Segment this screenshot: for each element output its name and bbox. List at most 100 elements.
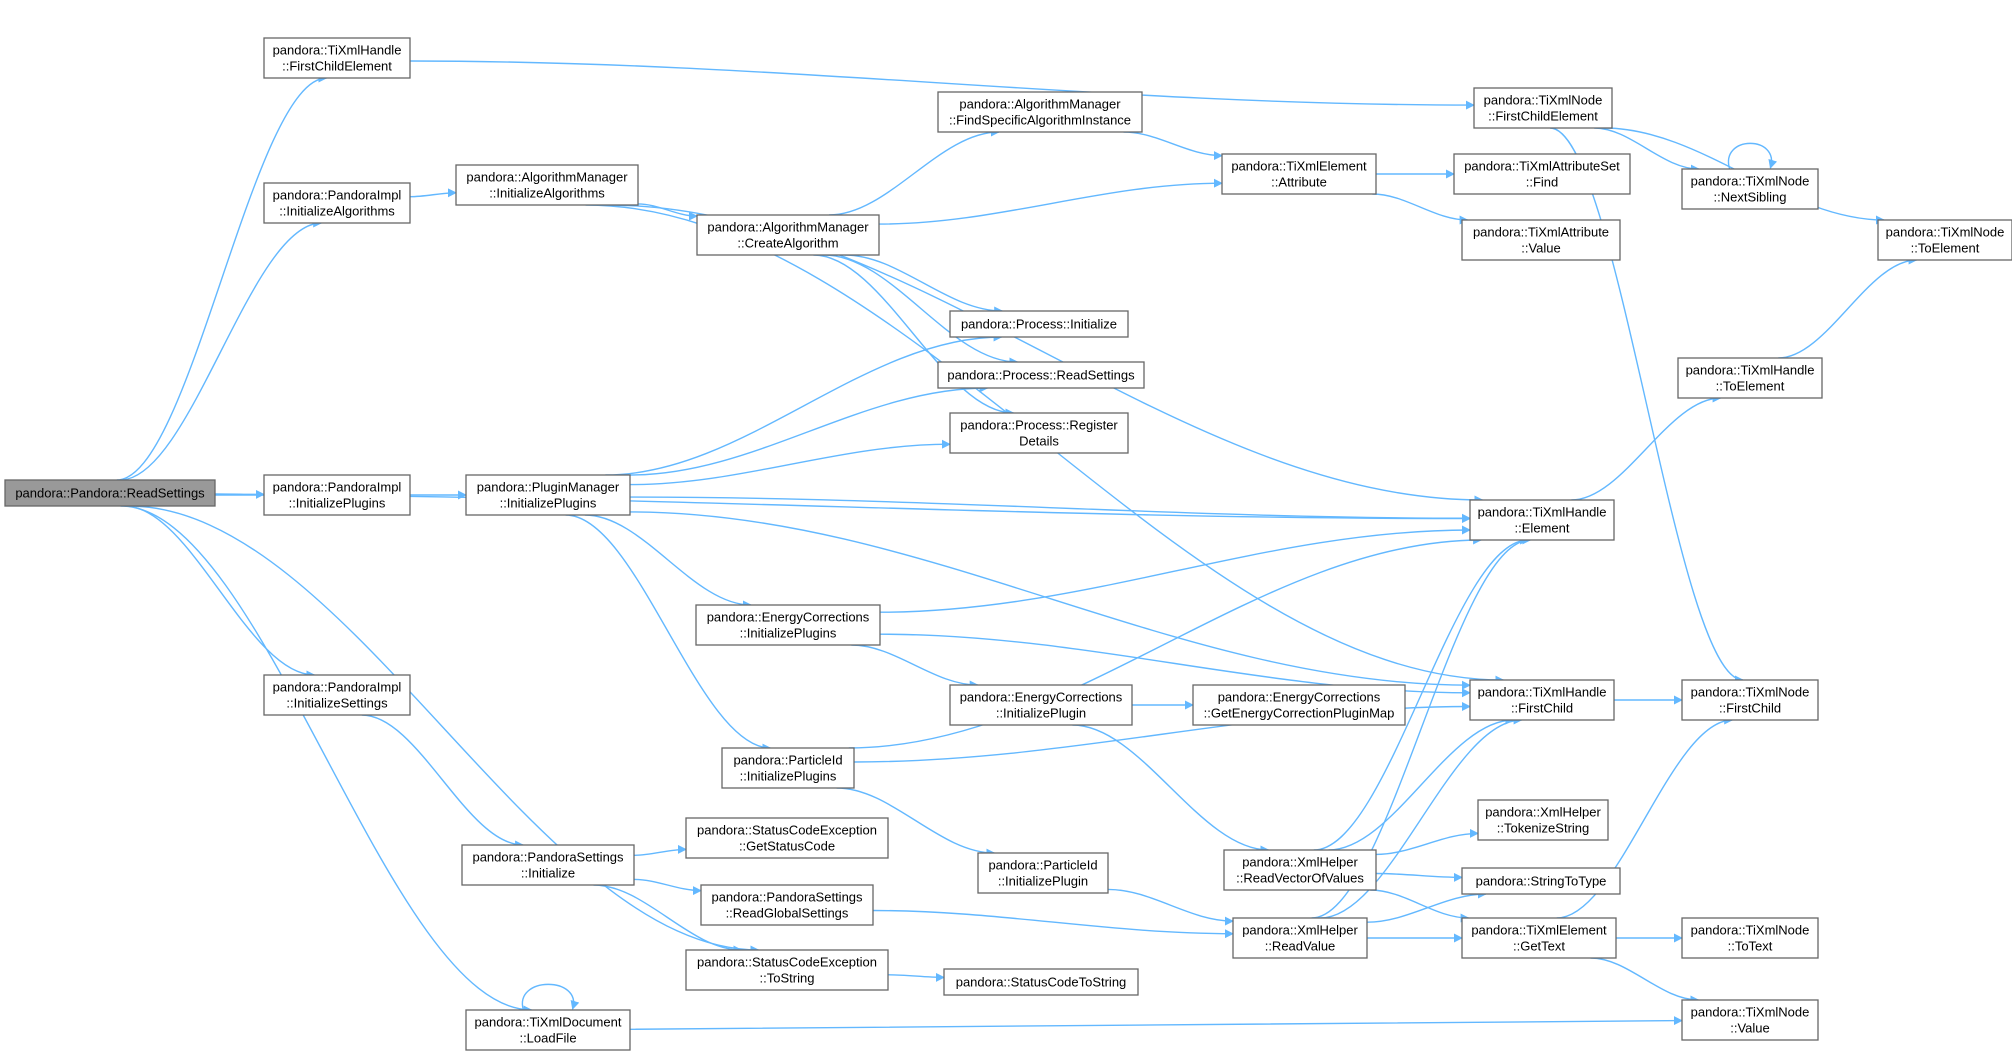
node-n12[interactable]: pandora::Process::ReadSettings: [937, 361, 1145, 389]
node-label-line: ::FirstChild: [1511, 701, 1573, 716]
edge-n6-n13: [629, 439, 951, 486]
node-n33[interactable]: pandora::TiXmlElement::GetText: [1461, 917, 1617, 959]
node-n19[interactable]: pandora::PandoraSettings::ReadGlobalSett…: [700, 884, 874, 926]
node-label-line: ::ReadGlobalSettings: [726, 906, 849, 921]
node-box: [1469, 679, 1615, 721]
node-label-line: pandora::AlgorithmManager: [466, 170, 628, 185]
node-label-line: pandora::EnergyCorrections: [707, 610, 870, 625]
edge-n19-n25: [872, 909, 1234, 939]
node-n18[interactable]: pandora::StatusCodeException::GetStatusC…: [685, 817, 889, 859]
node-box: [1477, 799, 1609, 841]
node-n20[interactable]: pandora::StatusCodeException::ToString: [685, 949, 889, 991]
node-box: [455, 164, 639, 206]
node-label-line: ::ReadVectorOfValues: [1236, 871, 1364, 886]
node-n17[interactable]: pandora::ParticleId::InitializePlugin: [977, 852, 1109, 894]
node-n6[interactable]: pandora::PluginManager::InitializePlugin…: [465, 474, 631, 516]
node-label-line: pandora::TiXmlHandle: [1478, 685, 1607, 700]
edge-n2-n5: [409, 188, 457, 198]
node-label-line: pandora::TiXmlNode: [1691, 923, 1810, 938]
node-label-line: pandora::TiXmlAttributeSet: [1464, 159, 1620, 174]
node-n4[interactable]: pandora::PandoraImpl::InitializeSettings: [263, 674, 411, 716]
node-label-line: pandora::XmlHelper: [1242, 855, 1358, 870]
node-label-line: pandora::TiXmlNode: [1484, 93, 1603, 108]
node-label-line: ::Find: [1526, 175, 1559, 190]
edge-n6-n11: [605, 332, 1003, 476]
node-label-line: pandora::TiXmlNode: [1691, 1005, 1810, 1020]
node-label-line: pandora::AlgorithmManager: [707, 220, 869, 235]
node-label-line: ::Initialize: [521, 866, 575, 881]
node-box: [263, 474, 411, 516]
edge-n10-n11: [844, 254, 1004, 316]
node-label-line: ::ToElement: [1716, 379, 1785, 394]
node-n16[interactable]: pandora::ParticleId::InitializePlugins: [721, 747, 855, 789]
node-n14[interactable]: pandora::EnergyCorrections::InitializePl…: [695, 604, 881, 646]
node-label-line: Details: [1019, 434, 1059, 449]
node-label-line: pandora::StatusCodeException: [697, 823, 877, 838]
edge-n25-n30: [1320, 715, 1523, 919]
node-box: [263, 674, 411, 716]
node-n28[interactable]: pandora::TiXmlAttribute::Value: [1461, 219, 1621, 261]
node-n35[interactable]: pandora::TiXmlHandle::ToElement: [1677, 357, 1823, 399]
edge-n6-n16: [565, 514, 772, 753]
node-label-line: pandora::EnergyCorrections: [960, 690, 1123, 705]
node-n36[interactable]: pandora::TiXmlNode::FirstChild: [1681, 679, 1819, 721]
node-label-line: pandora::TiXmlElement: [1471, 923, 1607, 938]
node-n25[interactable]: pandora::XmlHelper::ReadValue: [1232, 917, 1368, 959]
node-box: [1453, 153, 1631, 195]
edge-n0-n4: [124, 505, 316, 680]
edge-n8-n38: [629, 1016, 1683, 1030]
node-n22[interactable]: pandora::TiXmlElement::Attribute: [1221, 153, 1377, 195]
node-label-line: pandora::StatusCodeToString: [956, 975, 1127, 990]
node-n26[interactable]: pandora::TiXmlNode::FirstChildElement: [1473, 87, 1613, 129]
node-n32[interactable]: pandora::StringToType: [1461, 867, 1621, 895]
node-n24[interactable]: pandora::XmlHelper::ReadVectorOfValues: [1223, 849, 1377, 891]
node-n34[interactable]: pandora::TiXmlNode::NextSibling: [1681, 168, 1819, 210]
node-label-line: pandora::StringToType: [1476, 874, 1607, 889]
node-n23[interactable]: pandora::EnergyCorrections::GetEnergyCor…: [1192, 684, 1406, 726]
node-label-line: ::InitializeAlgorithms: [279, 204, 395, 219]
node-label-line: pandora::ParticleId: [733, 753, 842, 768]
node-n9[interactable]: pandora::AlgorithmManager::FindSpecificA…: [937, 91, 1143, 133]
edge-n6-n14: [584, 514, 752, 610]
node-n10[interactable]: pandora::AlgorithmManager::CreateAlgorit…: [696, 214, 880, 256]
node-n0[interactable]: pandora::Pandora::ReadSettings: [4, 479, 216, 507]
node-box: [263, 37, 411, 79]
node-label-line: pandora::AlgorithmManager: [959, 97, 1121, 112]
edge-n4-n7: [361, 714, 525, 850]
node-n30[interactable]: pandora::TiXmlHandle::FirstChild: [1469, 679, 1615, 721]
node-n38[interactable]: pandora::TiXmlNode::Value: [1681, 999, 1819, 1041]
node-box: [696, 214, 880, 256]
node-box: [721, 747, 855, 789]
node-n15[interactable]: pandora::EnergyCorrections::InitializePl…: [949, 684, 1133, 726]
node-n3[interactable]: pandora::PandoraImpl::InitializePlugins: [263, 474, 411, 516]
edge-n1-n26: [409, 60, 1475, 110]
node-label-line: ::ToText: [1728, 939, 1773, 954]
node-n7[interactable]: pandora::PandoraSettings::Initialize: [461, 844, 635, 886]
node-n37[interactable]: pandora::TiXmlNode::ToText: [1681, 917, 1819, 959]
node-box: [943, 968, 1139, 996]
node-label-line: pandora::PandoraSettings: [711, 890, 863, 905]
edge-n14-n29: [879, 525, 1471, 613]
edge-n9-n22: [1123, 131, 1223, 161]
edge-n8-n8: [521, 983, 580, 1011]
edge-n0-n20: [128, 505, 760, 955]
node-n2[interactable]: pandora::PandoraImpl::InitializeAlgorith…: [263, 182, 411, 224]
node-box: [1461, 219, 1621, 261]
node-box: [1681, 999, 1819, 1041]
edge-n34-n34: [1727, 142, 1778, 170]
node-n1[interactable]: pandora::TiXmlHandle::FirstChildElement: [263, 37, 411, 79]
node-box: [1877, 219, 2012, 261]
node-n29[interactable]: pandora::TiXmlHandle::Element: [1469, 499, 1615, 541]
node-n27[interactable]: pandora::TiXmlAttributeSet::Find: [1453, 153, 1631, 195]
edge-n7-n19: [633, 878, 702, 896]
node-n5[interactable]: pandora::AlgorithmManager::InitializeAlg…: [455, 164, 639, 206]
node-n21[interactable]: pandora::StatusCodeToString: [943, 968, 1139, 996]
node-box: [977, 852, 1109, 894]
node-n31[interactable]: pandora::XmlHelper::TokenizeString: [1477, 799, 1609, 841]
node-n39[interactable]: pandora::TiXmlNode::ToElement: [1877, 219, 2012, 261]
node-label-line: pandora::Process::ReadSettings: [947, 368, 1135, 383]
node-n11[interactable]: pandora::Process::Initialize: [949, 310, 1129, 338]
node-n8[interactable]: pandora::TiXmlDocument::LoadFile: [465, 1009, 631, 1051]
edge-n7-n20: [593, 884, 743, 955]
